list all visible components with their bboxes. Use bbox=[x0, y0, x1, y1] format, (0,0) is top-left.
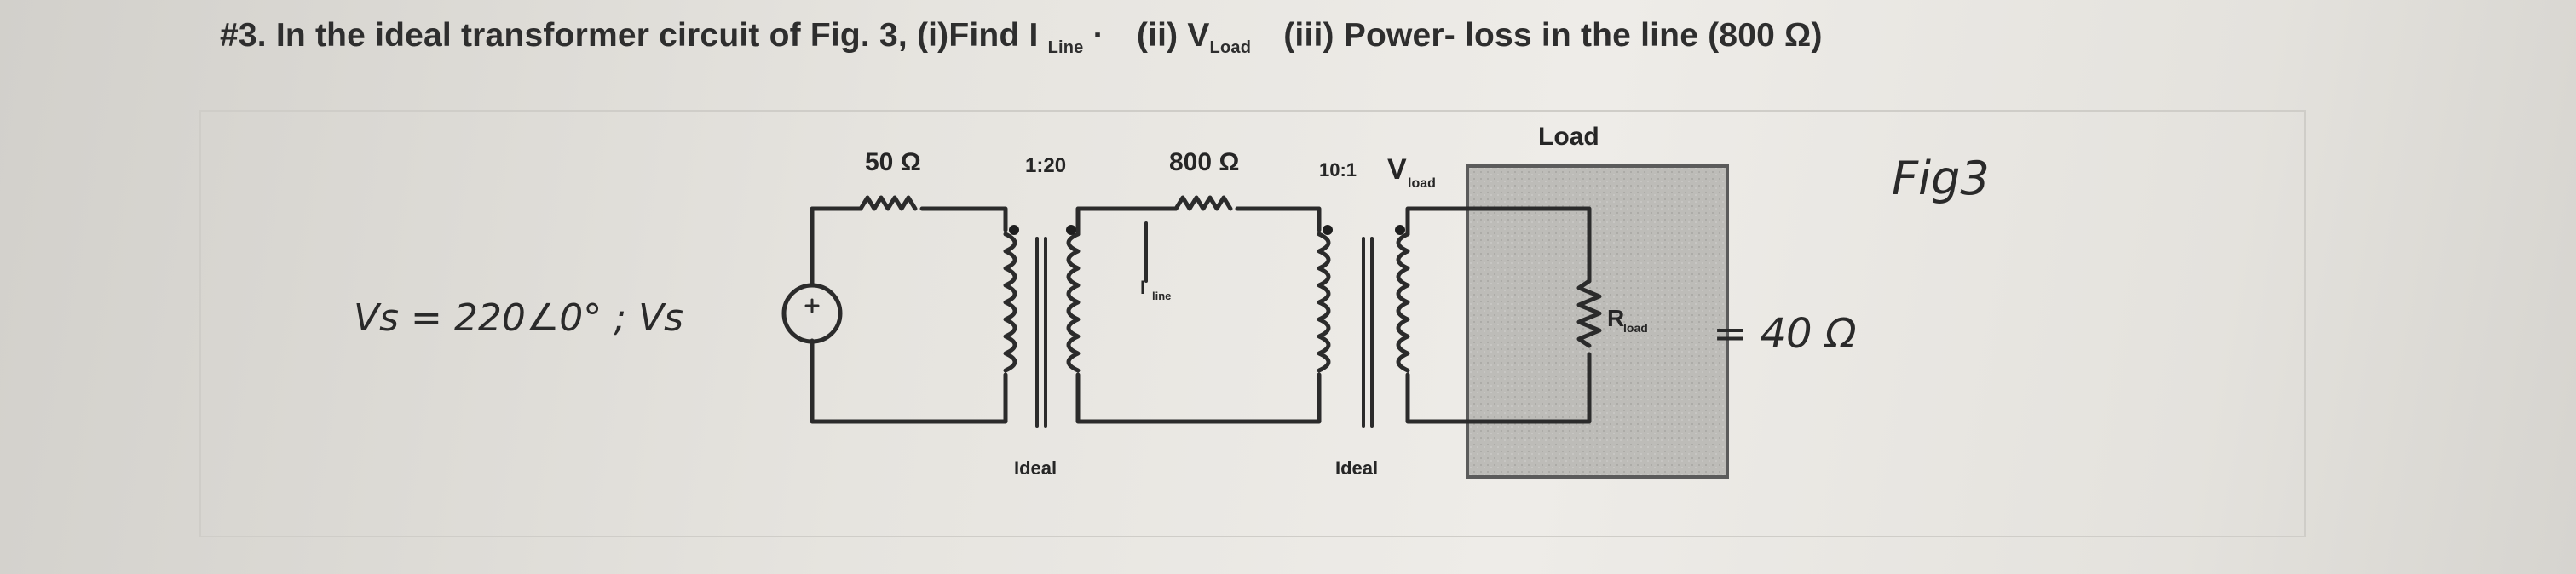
line-top-wire-right bbox=[1235, 206, 1322, 232]
r-load-zigzag bbox=[1576, 278, 1602, 348]
resistor-50-zigzag bbox=[858, 195, 918, 211]
question-sub-load: Load bbox=[1209, 38, 1252, 57]
source-top-wire bbox=[810, 206, 863, 288]
source-plus-sign bbox=[804, 298, 820, 313]
question-dot: · bbox=[1092, 17, 1104, 54]
question-part-iii: (iii) Power- loss in the line (800 Ω) bbox=[1283, 17, 1823, 54]
polarity-dot-t2-primary bbox=[1323, 225, 1333, 235]
line-bottom-wire bbox=[1075, 372, 1322, 424]
label-i-line-sub: line bbox=[1152, 290, 1171, 302]
label-r-line: 800 Ω bbox=[1169, 148, 1239, 176]
label-v-load-symbol: V bbox=[1387, 153, 1407, 186]
polarity-dot-t2-secondary bbox=[1395, 225, 1405, 235]
question-prefix: #3. In the ideal transformer circuit of … bbox=[220, 17, 1039, 54]
transformer1-primary-coil bbox=[1003, 232, 1017, 373]
handwritten-fig-label: Fig3 bbox=[1892, 152, 1990, 205]
handwritten-r-load-value: = 40 Ω bbox=[1713, 310, 1857, 358]
label-ideal-2: Ideal bbox=[1335, 457, 1378, 479]
line-top-wire-left bbox=[1075, 206, 1179, 237]
transformer2-secondary-coil bbox=[1396, 232, 1410, 373]
label-r-load-sub: load bbox=[1623, 321, 1648, 335]
transformer2-primary-coil bbox=[1317, 232, 1331, 373]
label-i-line-symbol: I bbox=[1140, 277, 1145, 298]
load-box bbox=[1466, 164, 1729, 479]
label-load: Load bbox=[1538, 123, 1599, 151]
voltage-source bbox=[781, 283, 843, 344]
label-ratio-1: 1:20 bbox=[1025, 154, 1066, 177]
load-bottom-wire bbox=[1405, 352, 1592, 424]
transformer1-core bbox=[1035, 237, 1047, 428]
primary-top-wire bbox=[919, 206, 1008, 232]
label-ideal-1: Ideal bbox=[1014, 457, 1057, 479]
load-top-wire bbox=[1405, 206, 1592, 284]
polarity-dot-t1-secondary bbox=[1066, 225, 1076, 235]
question-part-ii: (ii) V bbox=[1136, 17, 1210, 54]
label-v-load-sub: load bbox=[1408, 176, 1436, 191]
source-bottom-wire bbox=[810, 338, 1008, 424]
label-r-load-symbol: R bbox=[1607, 305, 1624, 331]
handwritten-source-voltage: Vs = 220∠0° ; Vs bbox=[354, 296, 683, 340]
transformer1-secondary-coil bbox=[1066, 232, 1081, 373]
label-ratio-2: 10:1 bbox=[1319, 159, 1357, 181]
question-text: #3. In the ideal transformer circuit of … bbox=[220, 17, 1823, 58]
label-r-source: 50 Ω bbox=[865, 148, 921, 176]
polarity-dot-t1-primary bbox=[1009, 225, 1019, 235]
figure-frame bbox=[199, 110, 2306, 537]
question-sub-line: Line bbox=[1047, 38, 1084, 57]
resistor-800-zigzag bbox=[1173, 195, 1233, 211]
transformer2-core bbox=[1362, 237, 1374, 428]
